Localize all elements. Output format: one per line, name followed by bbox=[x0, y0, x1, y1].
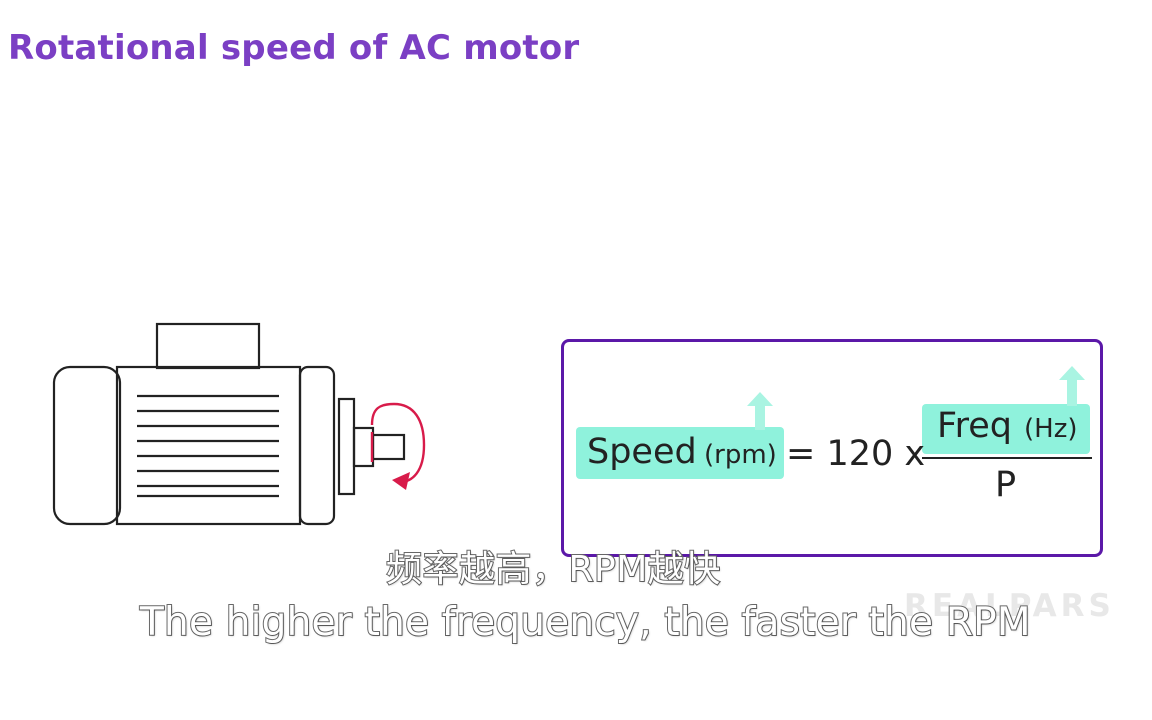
up-arrow-icon bbox=[1059, 366, 1085, 406]
freq-label: Freq bbox=[937, 406, 1012, 446]
freq-unit: (Hz) bbox=[1024, 414, 1078, 444]
rotation-arrow-icon bbox=[370, 402, 426, 490]
motor-outline bbox=[52, 322, 406, 526]
formula-box bbox=[561, 339, 1103, 557]
denominator: P bbox=[995, 465, 1017, 505]
fraction-line bbox=[922, 457, 1092, 459]
equals-120: = 120 x bbox=[786, 434, 926, 474]
speed-label: Speed bbox=[587, 432, 697, 472]
subtitle-english: The higher the frequency, the faster the… bbox=[139, 599, 1032, 646]
subtitle-chinese: 频率越高，RPM越快 bbox=[385, 548, 721, 591]
speed-highlight bbox=[576, 427, 784, 479]
cooling-fins bbox=[137, 394, 279, 498]
up-arrow-icon bbox=[747, 392, 773, 430]
page-title: Rotational speed of AC motor bbox=[8, 28, 580, 68]
realpars-watermark: REALPARS bbox=[904, 588, 1115, 624]
freq-highlight bbox=[922, 404, 1090, 454]
speed-unit: (rpm) bbox=[704, 440, 777, 470]
ac-motor-icon bbox=[52, 322, 426, 526]
